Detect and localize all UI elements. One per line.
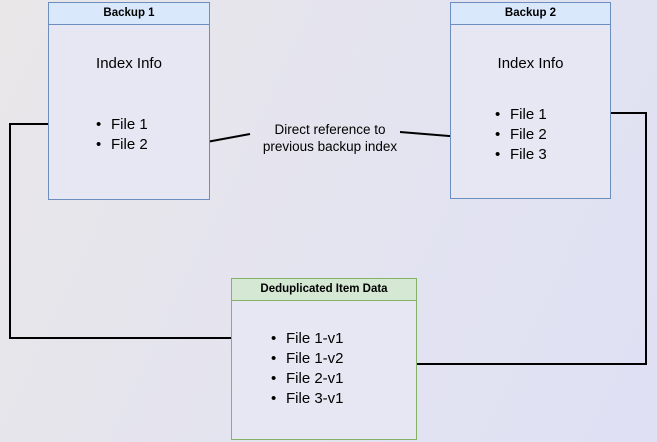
list-item: File 1	[495, 104, 547, 125]
list-item: File 2-v1	[271, 368, 344, 389]
list-item: File 1	[96, 114, 148, 135]
backup-2-body: Index Info File 1 File 2 File 3	[451, 25, 610, 198]
list-item: File 1-v1	[271, 328, 344, 349]
backup-2-header: Backup 2	[451, 3, 610, 25]
list-item: File 2	[495, 124, 547, 145]
direct-reference-label-line-1: Direct reference to	[274, 122, 386, 137]
deduplicated-item-data-body: File 1-v1 File 1-v2 File 2-v1 File 3-v1	[232, 301, 416, 439]
backup-2-box[interactable]: Backup 2 Index Info File 1 File 2 File 3	[450, 2, 611, 199]
direct-reference-label: Direct reference to previous backup inde…	[246, 121, 414, 155]
direct-reference-label-line-2: previous backup index	[262, 139, 398, 154]
backup-1-index-info-label: Index Info	[96, 55, 162, 72]
list-item: File 2	[96, 134, 148, 155]
deduplicated-item-data-header: Deduplicated Item Data	[232, 279, 416, 301]
backup-2-index-info-label: Index Info	[497, 55, 564, 72]
backup-2-file-list: File 1 File 2 File 3	[495, 104, 547, 165]
backup-1-file-list: File 1 File 2	[96, 114, 148, 155]
deduplicated-file-list: File 1-v1 File 1-v2 File 2-v1 File 3-v1	[271, 328, 344, 409]
deduplicated-item-data-box[interactable]: Deduplicated Item Data File 1-v1 File 1-…	[231, 278, 417, 440]
backup-1-body: Index Info File 1 File 2	[49, 25, 209, 199]
list-item: File 1-v2	[271, 348, 344, 369]
backup-1-box[interactable]: Backup 1 Index Info File 1 File 2	[48, 2, 210, 200]
list-item: File 3-v1	[271, 388, 344, 409]
list-item: File 3	[495, 144, 547, 165]
backup-1-header: Backup 1	[49, 3, 209, 25]
